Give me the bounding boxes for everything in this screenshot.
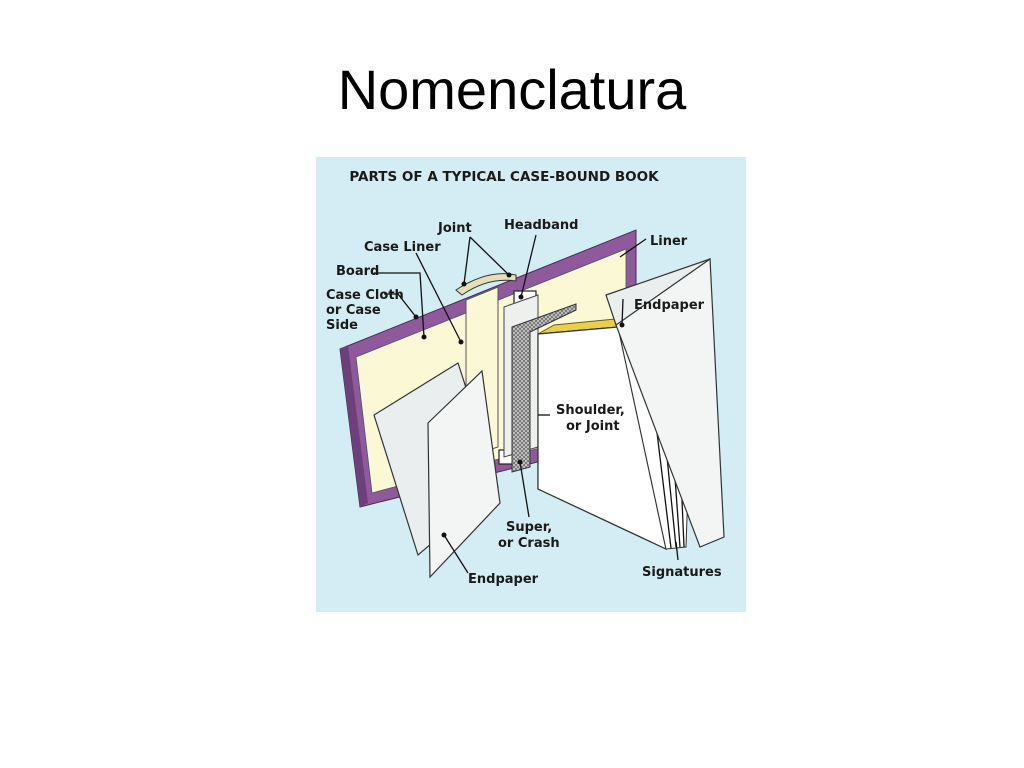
slide-title: Nomenclatura [337, 58, 687, 121]
label-case-liner: Case Liner [364, 240, 441, 255]
label-board: Board [336, 264, 379, 279]
label-shoulder-line1: Shoulder, [556, 403, 625, 418]
label-headband: Headband [504, 218, 578, 233]
label-signatures: Signatures [642, 565, 722, 580]
book-parts-diagram: PARTS OF A TYPICAL CASE-BOUND BOOK Joint… [316, 157, 746, 612]
label-endpaper-bottom: Endpaper [468, 572, 539, 587]
label-endpaper-right: Endpaper [634, 298, 705, 313]
endpaper-left-front [427, 369, 501, 579]
label-joint: Joint [437, 221, 472, 236]
case-cloth-edge [340, 345, 368, 507]
label-liner: Liner [650, 234, 688, 249]
label-super-line1: Super, [506, 520, 552, 535]
label-shoulder-line2: or Joint [566, 419, 620, 434]
endpaper-right-front [615, 257, 725, 548]
figure-title: PARTS OF A TYPICAL CASE-BOUND BOOK [349, 169, 659, 185]
joint-piece [455, 273, 517, 296]
label-case-cloth-line1: Case Cloth [326, 288, 404, 303]
label-case-cloth-line2: or Case [326, 303, 381, 318]
label-case-cloth-line3: Side [326, 318, 358, 333]
label-super-line2: or Crash [498, 536, 560, 551]
super-crash [511, 303, 577, 473]
